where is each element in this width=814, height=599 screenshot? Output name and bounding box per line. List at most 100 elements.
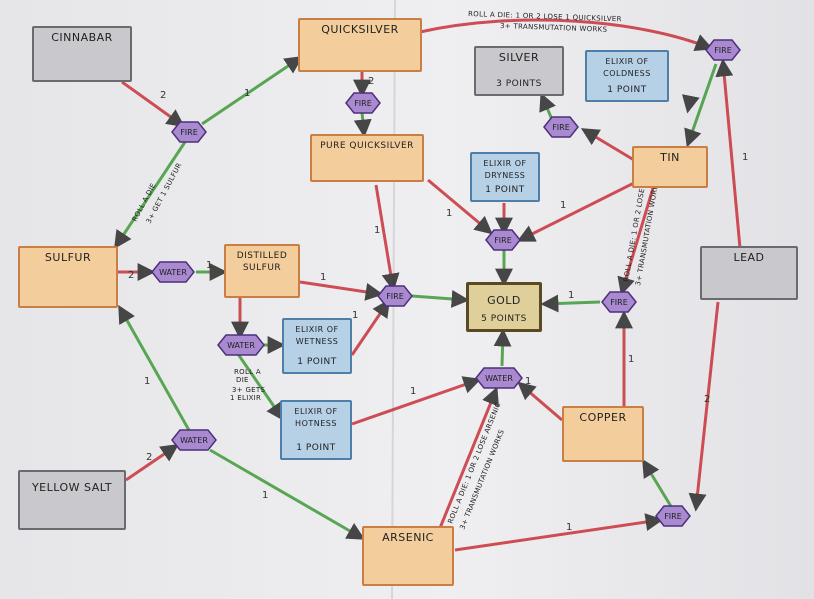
edge-label: 1: [410, 386, 416, 397]
svg-text:FIRE: FIRE: [180, 128, 198, 137]
arrow-hotness-water: [351, 376, 482, 426]
arrow-copper-water: [517, 381, 563, 422]
edge-label: 1: [568, 290, 574, 301]
note-elixir-roll: ROLL A: [234, 368, 261, 376]
svg-text:FIRE: FIRE: [714, 46, 732, 55]
node-tin: TIN: [632, 146, 708, 188]
arrow-cinnabar-fire: [121, 80, 185, 128]
node-label: QUICKSILVER: [321, 23, 399, 36]
svg-text:FIRE: FIRE: [610, 298, 628, 307]
edge-label: 1: [352, 310, 358, 321]
node-yellow-salt: YELLOW SALT: [18, 470, 126, 530]
node-label: ELIXIR OF DRYNESS: [483, 159, 527, 180]
process-fire-gold-left: FIRE: [377, 285, 413, 307]
node-label: COPPER: [579, 411, 627, 424]
arrow-arsenic-fire: [454, 513, 664, 552]
node-label: ARSENIC: [382, 531, 434, 544]
edge-label: 1: [244, 88, 250, 99]
node-points: 5 POINTS: [481, 314, 527, 324]
node-elixir-coldness: ELIXIR OF COLDNESS 1 POINT: [585, 50, 669, 102]
edge-label: 1: [144, 376, 150, 387]
svg-text:WATER: WATER: [180, 436, 208, 445]
note-elixir-roll: 3+ GETS: [232, 386, 265, 394]
edge-label: 1: [525, 376, 531, 387]
process-fire-center: FIRE: [485, 229, 521, 251]
arrow-tin-fire-silver: [580, 128, 635, 162]
edge-label: 1: [742, 152, 748, 163]
edge-label: 2: [704, 394, 710, 405]
node-gold: GOLD 5 POINTS: [466, 282, 542, 332]
svg-text:WATER: WATER: [485, 374, 513, 383]
process-fire-cinnabar: FIRE: [171, 121, 207, 143]
node-label: SILVER: [498, 51, 540, 64]
arrow-pure-qs-fire-gold: [374, 184, 400, 292]
arrow-distilled-fire: [299, 280, 384, 301]
node-quicksilver: QUICKSILVER: [298, 18, 422, 72]
arrow-water-arsenic: [209, 448, 366, 540]
edge-label: 2: [160, 90, 166, 101]
node-label: LEAD: [733, 251, 765, 264]
node-label: ELIXIR OF COLDNESS: [603, 57, 651, 78]
svg-text:FIRE: FIRE: [664, 512, 682, 521]
arrow-quicksilver-fire-right: [419, 18, 714, 52]
arrow-fire-quicksilver: [201, 55, 303, 126]
arrow-lead-fire: [715, 58, 742, 249]
node-cinnabar: CINNABAR: [32, 26, 132, 82]
process-water-gold: WATER: [475, 367, 523, 389]
arrow-fire-gold: [411, 289, 470, 308]
arrow-elixir-coldness-fire: [681, 94, 700, 114]
svg-text:WATER: WATER: [159, 268, 187, 277]
arrow-water-gold: [493, 328, 512, 367]
node-distilled-sulfur: DISTILLED SULFUR: [224, 244, 300, 298]
edge-label: 1: [566, 522, 572, 533]
node-silver: SILVER 3 POINTS: [474, 46, 564, 96]
arrow-arsenic-water: [438, 386, 499, 529]
edge-label: 2: [146, 452, 152, 463]
process-fire-topright: FIRE: [705, 39, 741, 61]
node-label: DISTILLED SULFUR: [236, 251, 288, 273]
edge-label: 1: [320, 272, 326, 283]
process-fire-copper: FIRE: [655, 505, 691, 527]
node-elixir-wetness: ELIXIR OF WETNESS 1 POINT: [282, 318, 352, 374]
node-pure-quicksilver: PURE QUICKSILVER: [310, 134, 424, 182]
node-elixir-dryness: ELIXIR OF DRYNESS 1 POINT: [470, 152, 540, 202]
svg-text:FIRE: FIRE: [552, 123, 570, 132]
edge-label: 1: [262, 490, 268, 501]
node-label: TIN: [660, 151, 680, 164]
node-label: PURE QUICKSILVER: [320, 141, 414, 151]
edge-label: 1: [446, 208, 452, 219]
node-arsenic: ARSENIC: [362, 526, 454, 586]
edge-label: 1: [206, 260, 212, 271]
node-label: ELIXIR OF WETNESS: [295, 325, 339, 346]
arrow-water-hotness: [236, 353, 285, 421]
process-fire-gold-right: FIRE: [601, 291, 637, 313]
node-copper: COPPER: [562, 406, 644, 462]
node-points: 1 POINT: [485, 185, 525, 195]
node-label: ELIXIR OF HOTNESS: [294, 407, 338, 428]
node-label: SULFUR: [44, 251, 92, 264]
arrow-fire-pure-qs: [353, 111, 372, 138]
svg-text:FIRE: FIRE: [354, 99, 372, 108]
arrow-fire-tin: [684, 63, 718, 148]
process-fire-silver: FIRE: [543, 116, 579, 138]
node-label: GOLD: [487, 294, 521, 307]
node-lead: LEAD: [700, 246, 798, 300]
node-label: CINNABAR: [51, 31, 113, 44]
node-points: 1 POINT: [607, 85, 647, 95]
svg-text:WATER: WATER: [227, 341, 255, 350]
arrow-tin-fire-gold: [516, 180, 637, 242]
svg-text:FIRE: FIRE: [494, 236, 512, 245]
arrow-fire-copper: [642, 458, 674, 509]
process-water-distilled: WATER: [217, 334, 265, 356]
edge-label: 2: [368, 76, 374, 87]
node-elixir-hotness: ELIXIR OF HOTNESS 1 POINT: [280, 400, 352, 460]
process-water-sulfur: WATER: [151, 261, 195, 283]
edge-label: 1: [374, 225, 380, 236]
process-water-yellowsalt: WATER: [171, 429, 217, 451]
note-elixir-roll: DIE: [236, 376, 249, 384]
arrow-yellowsalt-water: [125, 443, 179, 482]
arrow-wetness-fire: [350, 299, 391, 356]
arrow-pure-qs-fire: [427, 178, 493, 235]
